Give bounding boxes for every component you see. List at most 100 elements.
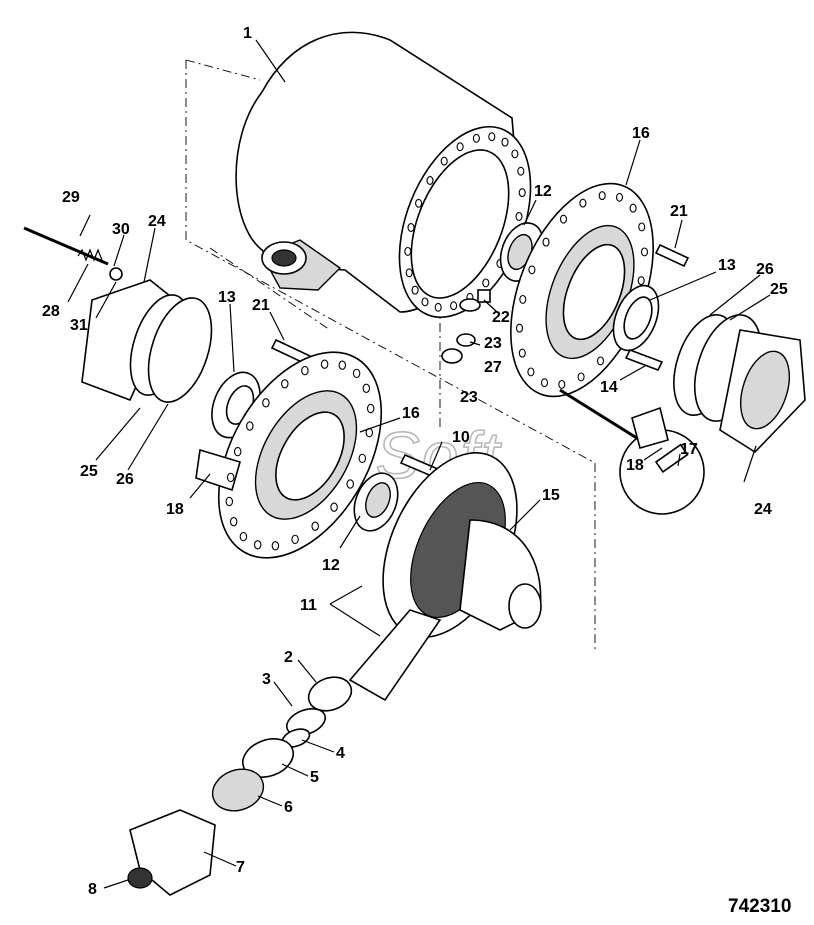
callout-26-right: 26 [756, 261, 774, 278]
bolt-hole [246, 421, 254, 431]
bolt-hole [450, 301, 458, 311]
bolt-hole [407, 223, 415, 232]
bolt-hole [558, 379, 566, 389]
bolt-hole [362, 383, 371, 394]
bolt-hole [638, 222, 646, 232]
bolt-hole [421, 297, 429, 307]
bolt-hole [519, 294, 527, 304]
bolt-hole [596, 356, 605, 366]
part-axle-housing [235, 31, 532, 319]
part-carrier-plate-16-left [195, 351, 383, 559]
bolt-hole [540, 378, 549, 388]
bolt-hole [434, 302, 442, 312]
callout-23-upper: 23 [484, 335, 502, 352]
bolt-hole [426, 176, 434, 185]
bolt-hole [488, 132, 496, 142]
part-bearing-12-lower [353, 472, 399, 532]
bolt-hole [271, 541, 280, 551]
callout-2: 2 [284, 649, 293, 666]
bolt-hole [456, 142, 464, 152]
callout-22: 22 [492, 309, 510, 326]
bolt-hole [225, 496, 234, 507]
bolt-hole [579, 198, 587, 208]
bolt-hole [615, 192, 624, 202]
callout-7: 7 [236, 859, 245, 876]
bolt-hole [281, 379, 289, 389]
callout-13-right: 13 [718, 257, 736, 274]
part-cover-24-left [81, 279, 213, 403]
drawing-code: 742310 [728, 896, 791, 917]
bolt-hole [411, 285, 419, 295]
bolt-hole [415, 198, 423, 208]
callout-21-right: 21 [670, 203, 688, 220]
bolt-hole [262, 398, 270, 408]
part-crown-wheel-differential [348, 452, 542, 702]
callout-6: 6 [284, 799, 293, 816]
bolt-hole [527, 367, 535, 377]
bolt-hole [366, 403, 375, 414]
bolt-hole [518, 188, 526, 198]
bolt-hole [338, 360, 347, 370]
part-adjuster-nut-13-right [612, 284, 660, 352]
callout-24-left: 24 [148, 213, 166, 230]
callout-1: 1 [243, 25, 252, 42]
bolt-hole [226, 472, 235, 483]
bolt-hole [640, 247, 649, 257]
bolt-hole [358, 453, 367, 464]
bolt-hole [346, 479, 354, 489]
callout-12-upper: 12 [534, 183, 552, 200]
bolt-hole [404, 246, 412, 256]
bolt-hole [515, 323, 524, 333]
bolt-hole [511, 149, 519, 159]
bolt-hole [501, 137, 509, 147]
callout-25-left: 25 [80, 463, 98, 480]
callout-21-left: 21 [252, 297, 270, 314]
callout-5: 5 [310, 769, 319, 786]
callout-4: 4 [336, 745, 345, 762]
bolt-hole [542, 237, 550, 247]
part-screws-washers [441, 289, 491, 364]
bolt-hole [528, 265, 536, 275]
callout-16-upper: 16 [632, 125, 650, 142]
bolt-hole [320, 359, 329, 369]
bolt-hole [229, 516, 238, 527]
callout-31: 31 [70, 317, 88, 334]
callout-labels: 1 2 3 4 5 6 7 8 10 11 12 12 13 13 14 15 … [42, 25, 788, 898]
callout-16-lower: 16 [402, 405, 420, 422]
callout-29: 29 [62, 189, 80, 206]
callout-11: 11 [300, 597, 317, 614]
part-rod-spring-left [23, 226, 123, 281]
callout-14: 14 [600, 379, 618, 396]
leader-lines [67, 39, 771, 889]
bolt-hole [253, 540, 262, 550]
bolt-hole [482, 278, 490, 288]
bolt-hole [291, 534, 299, 545]
bolt-hole [472, 133, 480, 143]
callout-24-right: 24 [754, 501, 772, 518]
bolt-hole [311, 521, 319, 531]
callout-3: 3 [262, 671, 271, 688]
detail-inset-circle [559, 388, 705, 515]
callout-8: 8 [88, 881, 97, 898]
bolt-hole [629, 203, 637, 213]
callout-30: 30 [112, 221, 130, 238]
bolt-hole [515, 212, 523, 221]
bolt-hole [517, 166, 525, 176]
part-pins-right [624, 243, 690, 372]
callout-27: 27 [484, 359, 502, 376]
bolt-hole [239, 531, 248, 542]
bolt-hole [577, 372, 585, 382]
bolt-hole [559, 214, 568, 224]
callout-23-lower: 23 [460, 389, 478, 406]
bolt-hole [637, 276, 645, 286]
bolt-hole [440, 156, 448, 166]
callout-18-inset: 18 [626, 457, 644, 474]
bolt-hole [301, 365, 309, 376]
callout-13-left: 13 [218, 289, 236, 306]
callout-28: 28 [42, 303, 60, 320]
bolt-hole [405, 268, 413, 278]
callout-26-left: 26 [116, 471, 134, 488]
callout-10: 10 [452, 429, 470, 446]
bolt-hole [352, 368, 361, 379]
